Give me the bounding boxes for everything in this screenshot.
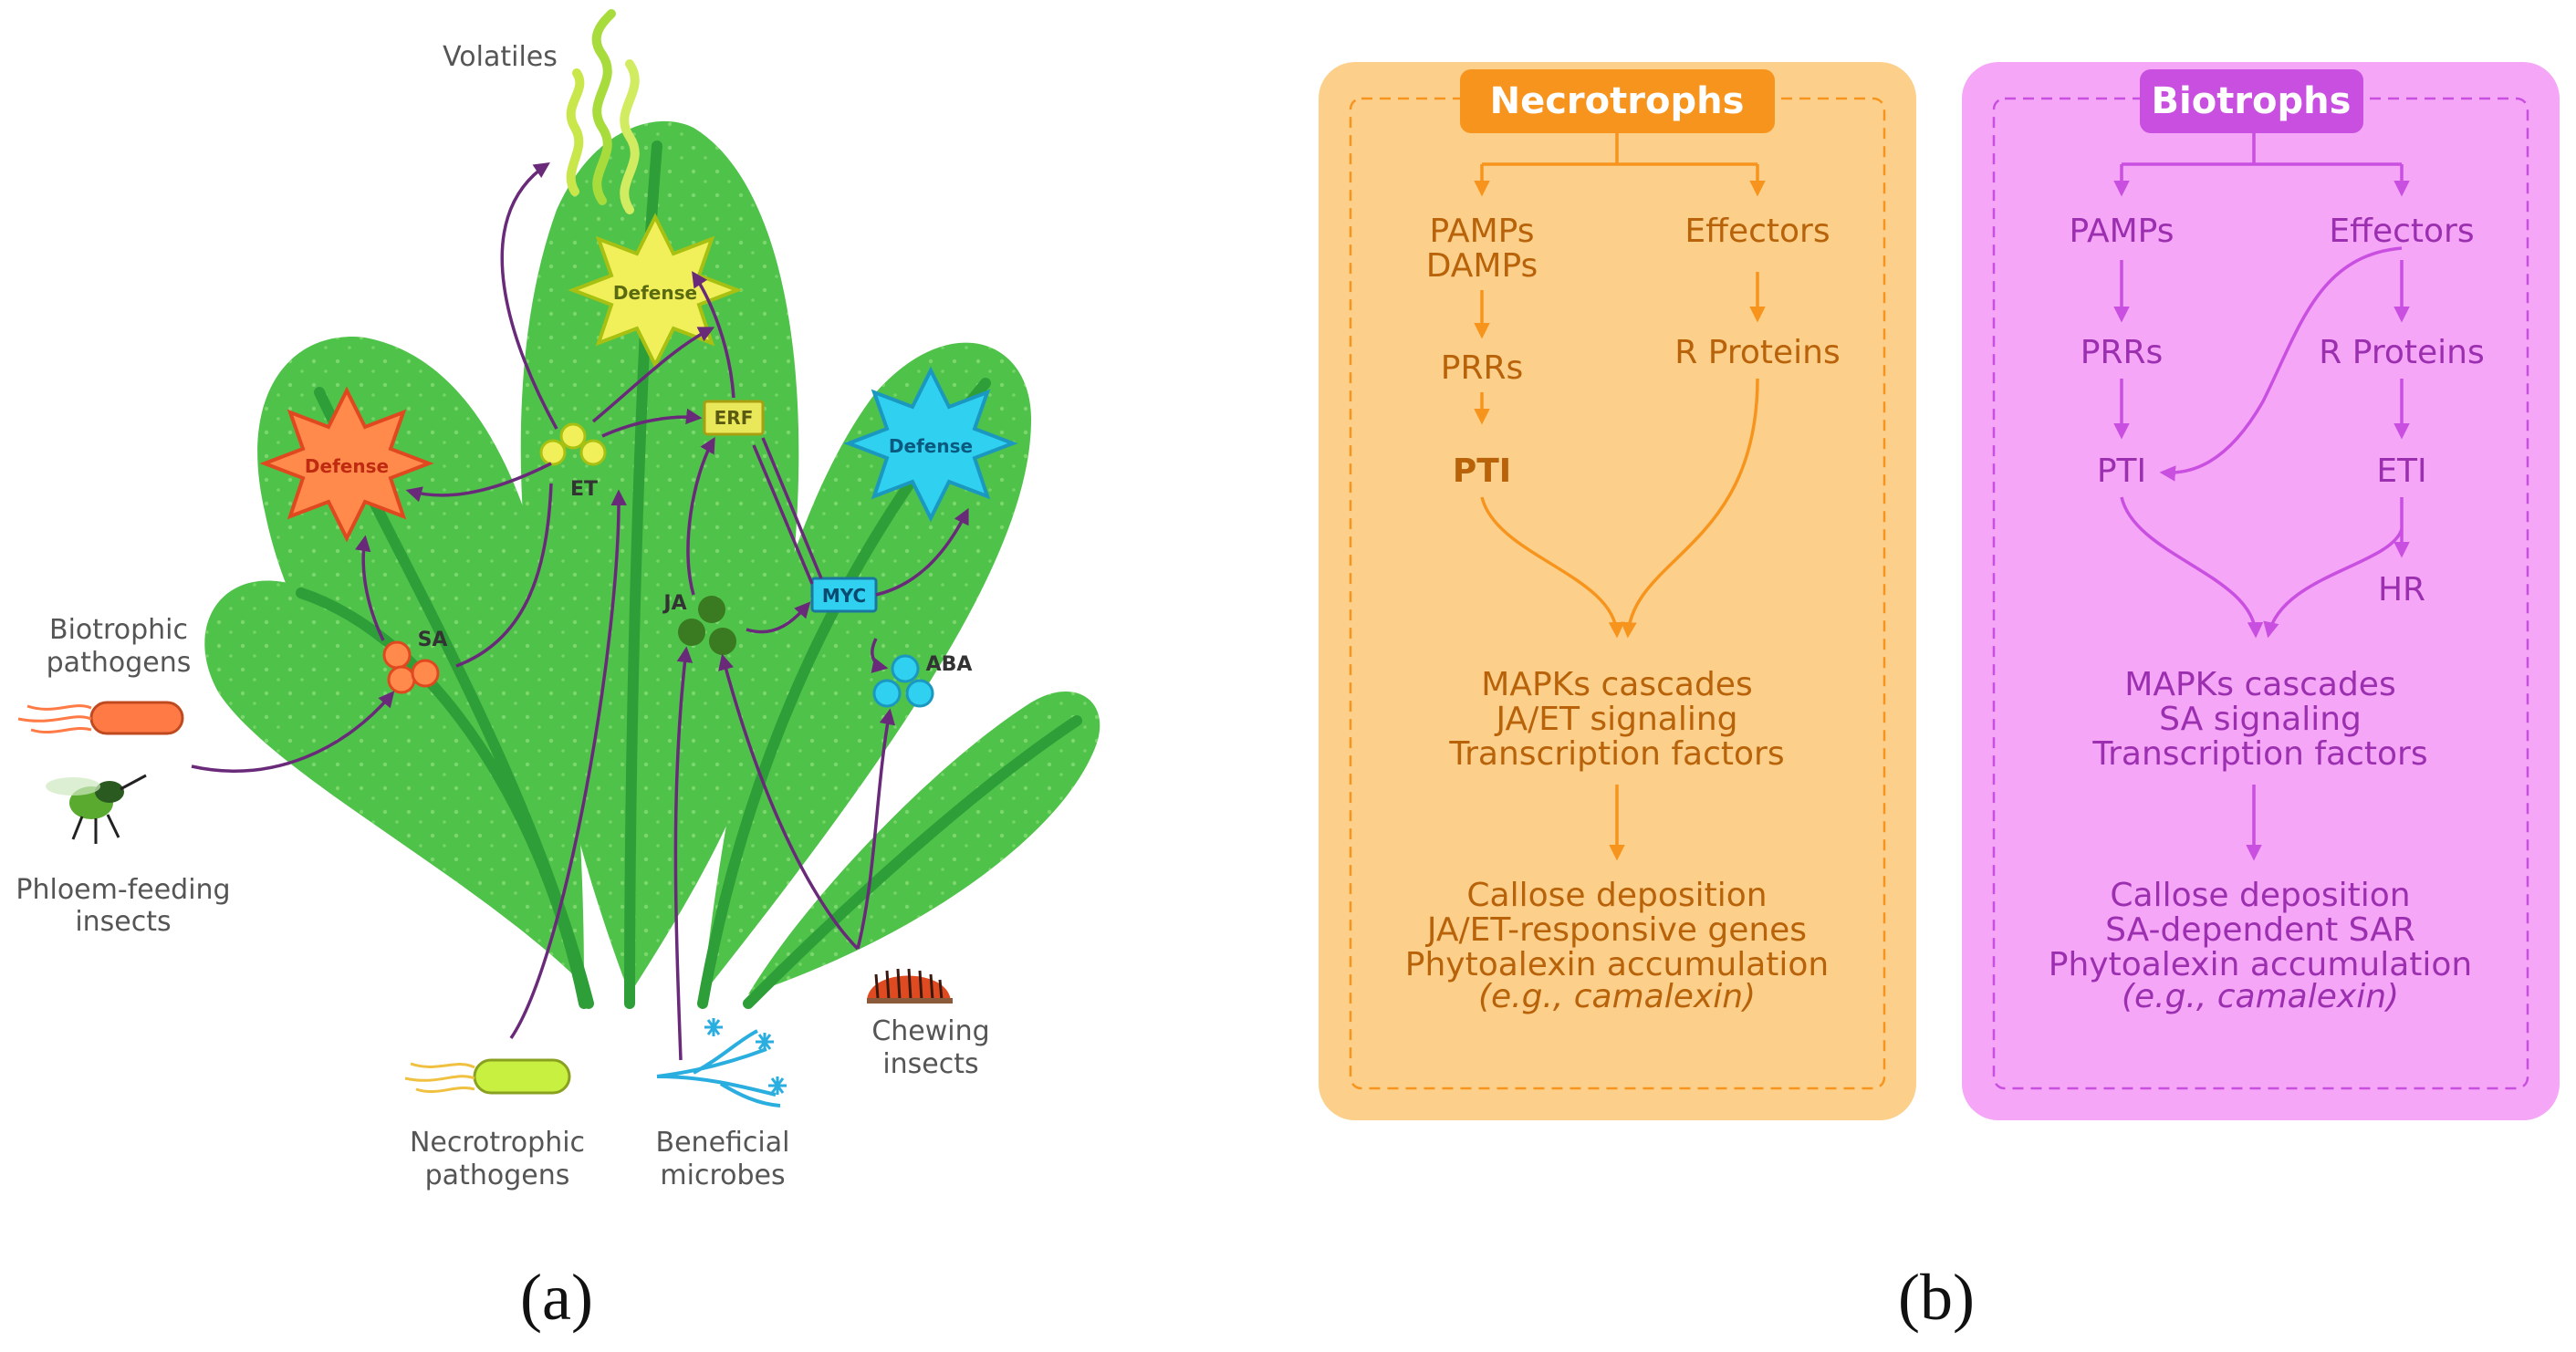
myc-label: MYC [822, 585, 866, 607]
necro-damps: DAMPs [1426, 247, 1538, 285]
volatiles-label: Volatiles [443, 41, 558, 73]
necro-effectors: Effectors [1684, 213, 1830, 250]
bio-signaling-3: Transcription factors [2091, 735, 2427, 773]
aba-cluster: ABA [872, 653, 973, 708]
bio-response-2: SA-dependent SAR [2105, 911, 2415, 949]
necro-prrs: PRRs [1441, 349, 1524, 387]
ja-cluster: JA [662, 592, 736, 655]
necrotrophs-arrows [1474, 133, 1766, 861]
phloem-label-line2: insects [75, 906, 171, 938]
defense-label: Defense [889, 435, 973, 457]
necro-signaling-3: Transcription factors [1448, 735, 1784, 773]
bio-example: (e.g., camalexin) [2122, 978, 2399, 1015]
necro-pti: PTI [1453, 452, 1511, 490]
panel-a: Volatiles Defense Defense Defense ET ERF [16, 9, 1100, 1334]
necro-response-2: JA/ET-responsive genes [1425, 911, 1807, 949]
necrotrophic-pathogen-icon [404, 1058, 571, 1095]
myc-box: MYC [810, 577, 878, 613]
defense-star-top: Defense [568, 213, 743, 369]
necrotrophs-panel: Necrotrophs PAMPs DAMPs Effectors PRRs R… [1319, 62, 1916, 1120]
defense-label: Defense [613, 282, 697, 304]
sa-label: SA [418, 629, 448, 651]
necro-response-3: Phytoalexin accumulation [1405, 946, 1829, 983]
necro-pamps: PAMPs [1430, 213, 1535, 250]
panel-a-label: (a) [520, 1261, 593, 1334]
biotrophic-label-line2: pathogens [47, 647, 192, 679]
biotrophs-arrows [2113, 133, 2410, 861]
beneficial-label-line2: microbes [660, 1160, 785, 1191]
necro-signaling-1: MAPKs cascades [1481, 666, 1752, 703]
biotrophic-pathogen-icon [17, 701, 184, 735]
bio-hr: HR [2378, 571, 2425, 608]
bio-signaling-1: MAPKs cascades [2124, 666, 2395, 703]
biotrophs-title: Biotrophs [2152, 80, 2352, 122]
mycorrhiza-icon [656, 1018, 787, 1108]
necrotrophic-label-line1: Necrotrophic [410, 1127, 585, 1159]
bio-eti: ETI [2376, 452, 2426, 490]
bio-rproteins: R Proteins [2319, 334, 2484, 371]
aba-label: ABA [926, 653, 973, 676]
biotrophs-panel: Biotrophs PAMPs Effectors PRRs R Protein… [1962, 62, 2560, 1120]
ja-label: JA [662, 592, 686, 615]
bio-effectors: Effectors [2329, 213, 2474, 250]
necro-signaling-2: JA/ET signaling [1494, 701, 1737, 738]
bio-pti: PTI [2097, 452, 2146, 490]
defense-star-left: Defense [259, 386, 434, 543]
necrotrophs-title: Necrotrophs [1490, 80, 1745, 122]
necro-rproteins: R Proteins [1674, 334, 1840, 371]
phloem-label-line1: Phloem-feeding [16, 874, 230, 906]
et-label: ET [570, 478, 598, 501]
beneficial-label-line1: Beneficial [656, 1127, 790, 1159]
erf-box: ERF [703, 400, 765, 436]
crosstalk-arrows [355, 162, 969, 673]
caterpillar-icon [867, 968, 953, 1004]
et-cluster: ET [539, 422, 607, 501]
necro-response-1: Callose deposition [1466, 877, 1767, 914]
biotrophic-label-line1: Biotrophic [49, 614, 188, 646]
bio-response-1: Callose deposition [2110, 877, 2410, 914]
volatiles-wisps [566, 9, 640, 214]
bio-signaling-2: SA signaling [2159, 701, 2362, 738]
necro-example: (e.g., camalexin) [1478, 978, 1756, 1015]
bio-prrs: PRRs [2081, 334, 2164, 371]
necrotrophic-label-line2: pathogens [425, 1160, 570, 1191]
sa-cluster: SA [382, 629, 448, 694]
chewing-label-line2: insects [882, 1048, 978, 1080]
stem [296, 140, 1082, 1009]
panel-b-label: (b) [1898, 1261, 1975, 1334]
chewing-label-line1: Chewing [871, 1015, 989, 1047]
defense-star-right: Defense [843, 366, 1018, 523]
attacker-arrows [191, 489, 896, 1061]
erf-label: ERF [714, 407, 754, 429]
aphid-icon [46, 774, 147, 844]
bio-pamps: PAMPs [2070, 213, 2174, 250]
bio-response-3: Phytoalexin accumulation [2049, 946, 2472, 983]
defense-label: Defense [305, 455, 389, 477]
